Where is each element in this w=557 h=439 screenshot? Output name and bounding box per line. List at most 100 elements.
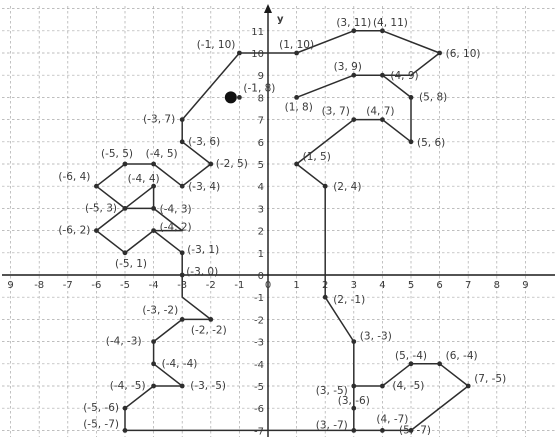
vertex-point <box>151 206 157 211</box>
vertex-point <box>122 250 128 256</box>
point-label: (5, -4) <box>395 350 427 362</box>
vertex-point <box>122 161 128 167</box>
vertex-point <box>94 228 99 234</box>
y-axis-arrow-icon <box>264 4 272 13</box>
point-label: (-5, 3) <box>85 202 117 214</box>
x-tick-label: -5 <box>120 280 130 291</box>
y-tick-label: 4 <box>258 182 264 193</box>
vertex-point <box>408 95 414 100</box>
vertex-point <box>179 317 185 322</box>
point-label: (2, -1) <box>333 294 365 306</box>
vertex-point <box>380 117 385 122</box>
point-label: (3, -3) <box>360 331 392 343</box>
x-tick-label: 5 <box>408 280 414 291</box>
point-label: (4, 11) <box>373 17 408 29</box>
vertex-point <box>179 117 185 122</box>
vertex-point <box>151 161 157 167</box>
vertex-point <box>408 361 414 367</box>
y-tick-label: 9 <box>258 71 264 82</box>
vertex-point <box>179 139 185 145</box>
point-label: (-3, 6) <box>188 136 220 148</box>
point-label: (3, 7) <box>322 106 350 118</box>
point-labels: (3, 11)(4, 11)(-1, 10)(1, 10)(6, 10)(3, … <box>58 17 506 437</box>
x-tick-label: 0 <box>265 280 271 291</box>
point-label: (6, -4) <box>446 350 478 362</box>
point-label: (3, 11) <box>336 17 371 29</box>
point-label: (-3, -5) <box>190 380 226 392</box>
highlight-dot <box>224 91 237 104</box>
point-label: (-1, 8) <box>243 82 275 94</box>
vertex-point <box>380 383 385 389</box>
vertex-point <box>380 28 385 34</box>
point-label: (-6, 4) <box>58 171 90 183</box>
point-label: (1, 8) <box>285 101 313 113</box>
vertex-point <box>208 317 214 322</box>
x-tick-label: 6 <box>436 280 442 291</box>
point-label: (3, -5) <box>316 385 348 397</box>
x-tick-label: 9 <box>522 280 528 291</box>
y-tick-label: -1 <box>254 293 264 304</box>
vertex-point <box>151 383 157 389</box>
vertex-point <box>351 428 357 433</box>
point-label: (-4, 2) <box>160 222 192 234</box>
point-label: (-2, 5) <box>216 158 248 170</box>
point-label: (-3, 1) <box>187 244 219 256</box>
point-label: (-3, 4) <box>188 181 220 193</box>
point-label: (-6, 2) <box>58 225 90 237</box>
point-label: (-5, 5) <box>101 148 133 160</box>
x-tick-label: 4 <box>379 280 385 291</box>
point-label: (4, -7) <box>376 413 408 425</box>
y-tick-label: 8 <box>258 93 264 104</box>
y-tick-label: 3 <box>258 204 264 215</box>
point-label: (1, 5) <box>303 151 331 163</box>
vertex-point <box>151 183 157 189</box>
vertex-point <box>437 50 442 56</box>
point-label: (5, -7) <box>399 424 431 436</box>
y-tick-label: 5 <box>258 160 264 171</box>
point-label: (1, 10) <box>279 39 314 51</box>
point-label: (5, 8) <box>419 91 447 103</box>
x-tick-label: -8 <box>34 280 44 291</box>
point-label: (7, -5) <box>474 373 506 385</box>
vertex-point <box>380 428 385 433</box>
y-tick-label: -6 <box>254 404 264 415</box>
vertex-point <box>322 183 328 189</box>
y-tick-label: 1 <box>258 249 264 260</box>
vertex-point <box>179 183 185 189</box>
x-tick-label: 3 <box>351 280 357 291</box>
vertex-point <box>122 206 128 211</box>
vertex-point <box>351 405 357 411</box>
point-label: (-2, -2) <box>191 324 227 336</box>
vertex-point <box>179 383 185 389</box>
point-label: (4, -5) <box>392 380 424 392</box>
point-label: (3, -7) <box>316 419 348 431</box>
x-tick-label: -4 <box>149 280 159 291</box>
vertex-point <box>208 161 214 167</box>
vertex-point <box>122 428 128 433</box>
vertex-point <box>151 228 157 234</box>
vertex-point <box>294 50 299 56</box>
vertex-point <box>380 72 385 78</box>
vertex-point <box>294 161 299 167</box>
y-tick-label: -2 <box>254 315 264 326</box>
x-tick-label: 7 <box>465 280 471 291</box>
y-tick-label: -4 <box>254 360 264 371</box>
vertex-point <box>351 117 357 122</box>
y-tick-label: -5 <box>254 382 264 393</box>
point-label: (-4, -4) <box>162 358 198 370</box>
vertex-point <box>465 383 471 389</box>
point-label: (-3, 7) <box>143 114 175 126</box>
vertex-point <box>94 183 99 189</box>
vertex-point <box>237 50 242 56</box>
point-label: (3, -6) <box>338 395 370 407</box>
y-tick-label: -7 <box>254 426 264 437</box>
point-label: (-4, 4) <box>128 173 160 185</box>
point-label: (5, 6) <box>417 137 445 149</box>
vertex-point <box>294 95 299 100</box>
vertex-point <box>237 95 242 100</box>
vertex-point <box>351 339 357 344</box>
vertex-point <box>351 383 357 389</box>
point-label: (-3, -2) <box>142 304 178 316</box>
vertex-point <box>437 361 442 367</box>
